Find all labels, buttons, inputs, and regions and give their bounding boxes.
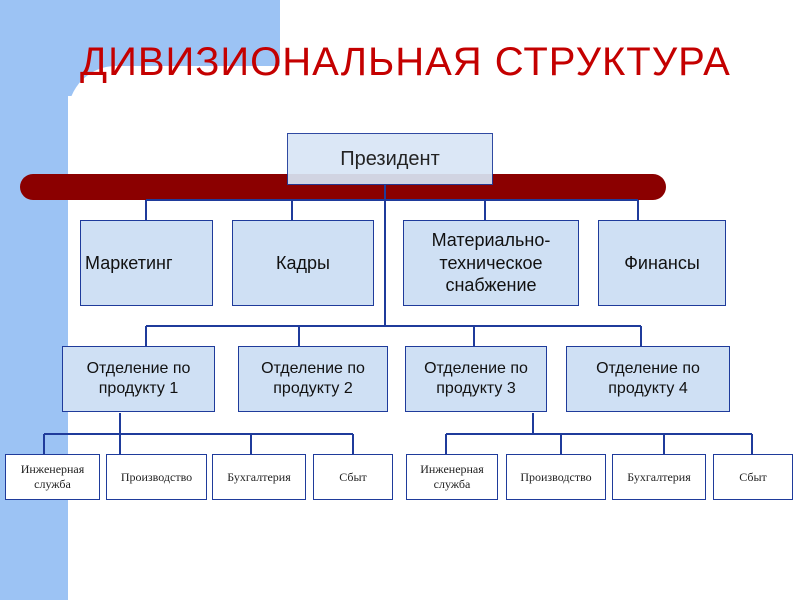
division-label: Отделение по продукту 2: [261, 360, 365, 397]
department-hr: Кадры: [232, 220, 374, 306]
division-product-1: Отделение по продукту 1: [62, 346, 215, 412]
right-unit-accounting: Бухгалтерия: [612, 454, 706, 500]
president-label: Президент: [340, 147, 440, 170]
unit-label: Производство: [120, 469, 193, 484]
division-product-2: Отделение по продукту 2: [238, 346, 388, 412]
left-unit-engineering: Инженерная служба: [5, 454, 100, 500]
background-stripe: [0, 0, 68, 600]
left-unit-production: Производство: [106, 454, 207, 500]
department-label: Материально-техническое снабжение: [431, 230, 551, 296]
unit-label: Производство: [520, 469, 592, 484]
right-unit-production: Производство: [506, 454, 606, 500]
department-label: Финансы: [624, 252, 700, 273]
department-marketing: Маркетинг: [80, 220, 213, 306]
unit-label: Бухгалтерия: [627, 469, 691, 484]
department-logistics: Материально-техническое снабжение: [403, 220, 579, 306]
unit-label: Инженерная служба: [20, 462, 85, 491]
department-label: Кадры: [276, 252, 330, 273]
left-unit-sales: Сбыт: [313, 454, 393, 500]
department-finance: Финансы: [598, 220, 726, 306]
unit-label: Инженерная служба: [420, 462, 484, 491]
left-unit-accounting: Бухгалтерия: [212, 454, 306, 500]
division-product-4: Отделение по продукту 4: [566, 346, 730, 412]
department-label: Маркетинг: [85, 252, 173, 273]
division-label: Отделение по продукту 3: [424, 360, 528, 397]
slide-title: ДИВИЗИОНАЛЬНАЯ СТРУКТУРА: [80, 40, 731, 84]
right-unit-engineering: Инженерная служба: [406, 454, 498, 500]
unit-label: Сбыт: [739, 469, 767, 484]
division-label: Отделение по продукту 1: [86, 360, 191, 397]
right-unit-sales: Сбыт: [713, 454, 793, 500]
unit-label: Бухгалтерия: [227, 469, 291, 484]
unit-label: Сбыт: [339, 469, 367, 484]
division-label: Отделение по продукту 4: [596, 360, 700, 397]
president-box: Президент: [287, 133, 493, 185]
division-product-3: Отделение по продукту 3: [405, 346, 547, 412]
